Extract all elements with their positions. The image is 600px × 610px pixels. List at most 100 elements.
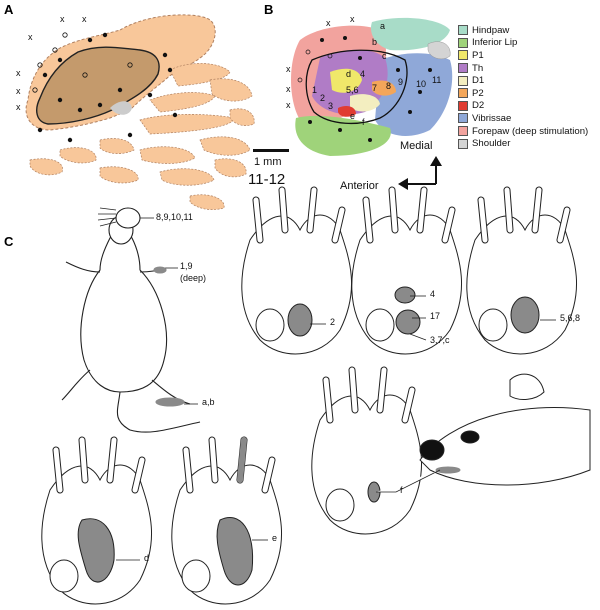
callout-paw-f: f: [400, 485, 403, 495]
paw-pad: [255, 308, 285, 342]
callout-paw-4: 4: [430, 289, 436, 299]
paw-pad-shaded: [395, 309, 421, 335]
recording-site: [167, 67, 173, 73]
paw-pad-shaded: [287, 303, 313, 337]
paw-1-drawing: [241, 186, 352, 355]
map-label: c: [382, 51, 387, 61]
nose: [419, 439, 445, 461]
recording-site: [172, 112, 178, 118]
legend-swatch: [458, 37, 468, 48]
no-response-mark: x: [28, 32, 33, 42]
medial-arrowhead: [430, 156, 442, 166]
recording-site: [308, 120, 312, 124]
map-label: 1: [312, 85, 318, 95]
legend-item: Vibrissae: [458, 112, 598, 125]
open-site: [52, 47, 58, 53]
paw-pad: [478, 308, 508, 342]
region-inferior-lip: [295, 115, 391, 156]
callout-hindpaw: a,b: [202, 397, 215, 407]
eye: [460, 430, 480, 444]
map-label: b: [372, 37, 378, 47]
open-site: [127, 62, 133, 68]
no-response-mark: x: [16, 86, 21, 96]
tissue-barrel: [149, 92, 216, 113]
paw-pad: [181, 559, 211, 593]
paw-5-drawing: [41, 436, 152, 605]
legend-label: D2: [472, 100, 485, 112]
recording-site: [162, 52, 168, 58]
legend-label: Th: [472, 62, 484, 74]
anterior-arrowhead: [398, 178, 408, 190]
recording-site: [343, 36, 347, 40]
recording-site: [67, 137, 73, 143]
scale-bar-label: 1 mm: [254, 156, 282, 168]
recording-site: [358, 56, 362, 60]
paw-digits-inner: [478, 187, 570, 243]
tissue-barrel: [139, 114, 236, 135]
no-response-mark: x: [16, 68, 21, 78]
callout-paw-568: 5,6,8: [560, 313, 581, 323]
no-response-mark: x: [16, 102, 21, 112]
recording-site: [127, 132, 133, 138]
region-d2: [338, 106, 356, 117]
recording-site: [418, 90, 422, 94]
panel-c-artwork: [61, 207, 201, 433]
open-site: [327, 53, 333, 59]
vibrissae-lines: [97, 207, 117, 227]
paw-digit-shaded: [237, 437, 247, 483]
vibrissae-marker: [115, 207, 141, 229]
paw-4-drawing: [311, 366, 422, 535]
recording-site: [102, 32, 108, 38]
map-label: a: [380, 21, 386, 31]
panel-b-artwork: x x x x x: [253, 14, 453, 190]
map-label: d: [346, 69, 352, 79]
region-p2: [372, 80, 396, 96]
map-label: 5,6: [346, 85, 359, 95]
tissue-barrel: [209, 78, 253, 102]
paw-pad-shaded: [394, 286, 416, 304]
legend-item: Inferior Lip: [458, 37, 598, 50]
paw-callout-leaders: [116, 295, 556, 561]
map-label: 7: [372, 83, 378, 93]
paw-pad: [325, 488, 355, 522]
recording-site: [97, 102, 103, 108]
paw-6-drawing: [171, 436, 282, 605]
recording-site: [87, 37, 93, 43]
rat-hindpaw-stimulated: [155, 397, 185, 407]
paw-pad: [365, 308, 395, 342]
legend-label: D1: [472, 75, 485, 87]
recording-site: [428, 68, 432, 72]
legend-swatch: [458, 138, 468, 149]
map-label: 4: [360, 69, 366, 79]
callout-paw-2: 2: [330, 317, 336, 327]
tissue-barrel: [29, 158, 63, 176]
recording-site: [338, 128, 342, 132]
section-label: 11-12: [248, 171, 286, 188]
no-response-mark: x: [82, 14, 87, 24]
map-label: f: [362, 117, 365, 127]
callout-paw-17: 17: [430, 311, 441, 321]
open-site: [62, 32, 68, 38]
legend-item: P1: [458, 49, 598, 62]
lip-shaded: [435, 466, 461, 474]
region-d1: [350, 94, 380, 112]
legend-swatch: [458, 50, 468, 61]
paw-pad-shaded: [510, 296, 540, 334]
region-p1: [330, 68, 362, 93]
legend-label: P1: [472, 49, 484, 61]
tissue-barrel: [99, 166, 139, 184]
callout-paw-37c: 3,7,c: [430, 335, 450, 345]
rat-body: [80, 229, 168, 393]
legend-item: P2: [458, 87, 598, 100]
no-response-mark: x: [286, 100, 291, 110]
paw-digits-inner: [253, 187, 345, 243]
tissue-barrel: [59, 147, 97, 164]
map-label: 3: [328, 101, 334, 111]
callout-head: 8,9,10,11: [156, 212, 193, 222]
legend-label: P2: [472, 87, 484, 99]
region-hindpaw: [370, 17, 450, 51]
no-response-mark: x: [60, 14, 65, 24]
panel-label-a: A: [4, 2, 14, 17]
